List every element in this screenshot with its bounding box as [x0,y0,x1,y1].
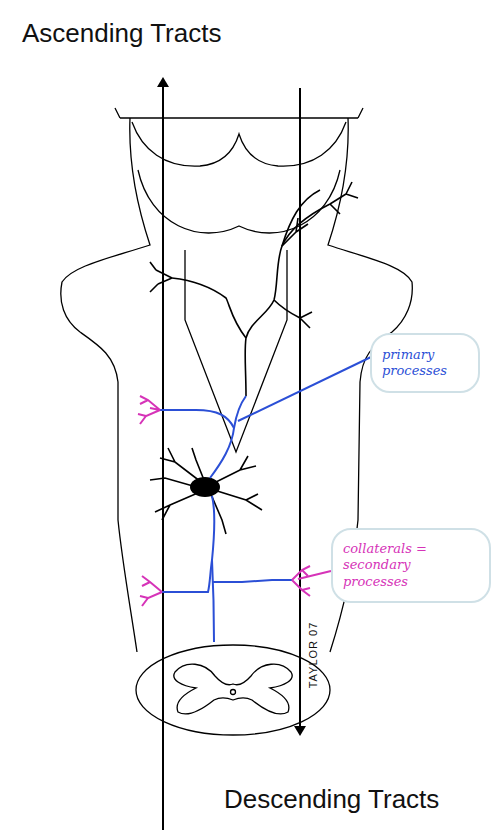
annotation-box: collaterals = secondary processes [331,528,491,603]
annotation-box: primary processes [370,333,480,393]
annotation-text: primary processes [382,347,468,380]
tract-heading: Descending Tracts [224,784,439,815]
collaterals [138,396,331,606]
ascending-arrow [162,82,164,830]
cell-body [190,477,220,497]
neuron-black-processes [150,182,358,534]
tract-heading: Ascending Tracts [22,18,221,49]
signature: TAYLOR 07 [307,622,319,689]
brainstem-outline [61,108,413,735]
descending-arrow [299,88,301,731]
annotation-text: collaterals = secondary processes [343,541,479,590]
